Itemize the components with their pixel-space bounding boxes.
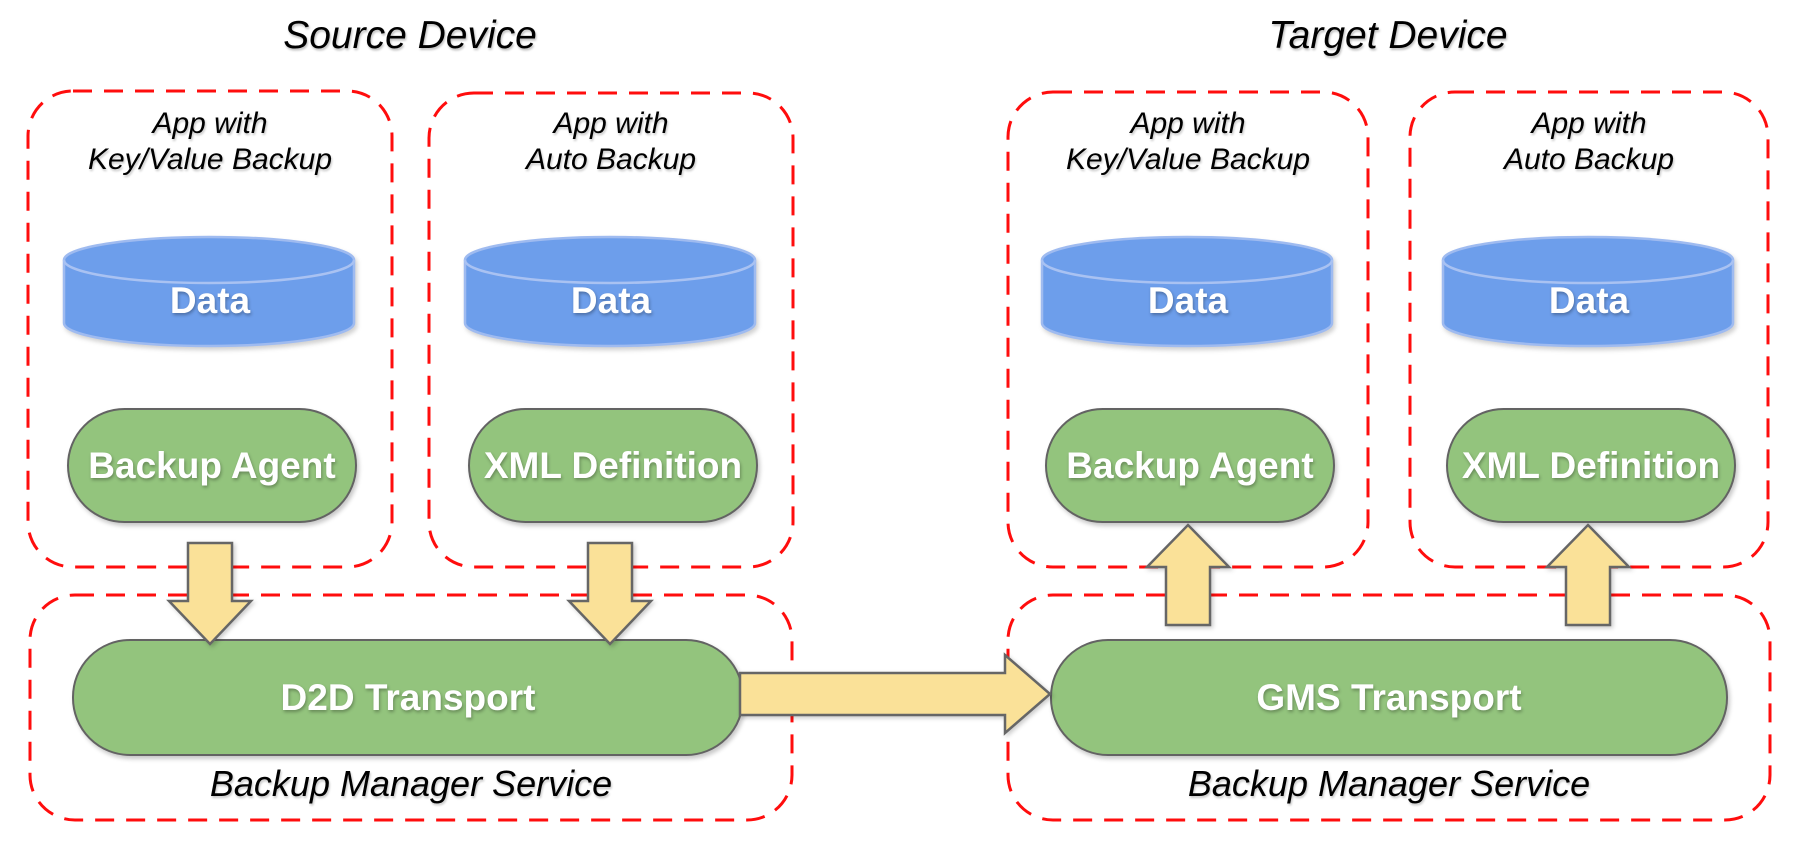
data-store-label: Data — [1548, 280, 1630, 321]
component-label: Backup Agent — [88, 444, 336, 486]
app-label-line1: App with — [553, 107, 669, 140]
database-cylinder-icon — [463, 235, 757, 348]
data-store-label: Data — [169, 280, 251, 321]
component-label: XML Definition — [483, 444, 743, 486]
database-cylinder-icon — [62, 235, 356, 348]
app-label-line1: App with — [1130, 107, 1246, 140]
source-auto-data-cylinder: Data — [463, 235, 759, 348]
source-backup-manager-service-label: Backup Manager Service — [209, 763, 613, 804]
source-keyvalue-data-cylinder: Data — [62, 235, 358, 348]
target-app-auto-container — [1408, 90, 1770, 569]
target-keyvalue-data-cylinder: Data — [1040, 235, 1336, 348]
database-cylinder-icon — [1441, 235, 1735, 348]
target-app-keyvalue-label: App with Key/Value Backup — [1008, 106, 1368, 178]
gms-transport-pill: GMS Transport — [1050, 639, 1728, 756]
app-label-line2: Key/Value Backup — [1065, 143, 1311, 176]
data-store-label: Data — [570, 280, 652, 321]
source-device-title: Source Device — [283, 14, 537, 57]
target-xml-definition-pill: XML Definition — [1446, 408, 1736, 523]
database-cylinder-icon — [1040, 235, 1334, 348]
app-label-line1: App with — [152, 107, 268, 140]
component-label: Backup Agent — [1066, 444, 1314, 486]
target-auto-data-cylinder: Data — [1441, 235, 1737, 348]
source-app-auto-label: App with Auto Backup — [429, 106, 793, 178]
target-backup-agent-pill: Backup Agent — [1045, 408, 1335, 523]
data-store-label: Data — [1147, 280, 1229, 321]
source-backup-agent-pill: Backup Agent — [67, 408, 357, 523]
app-label-line2: Auto Backup — [1503, 143, 1675, 176]
transport-label: D2D Transport — [280, 676, 536, 718]
target-app-auto-label: App with Auto Backup — [1410, 106, 1768, 178]
target-backup-manager-service-label: Backup Manager Service — [1187, 763, 1591, 804]
target-backup-manager-container — [1006, 593, 1772, 822]
transport-label: GMS Transport — [1256, 676, 1522, 718]
source-app-keyvalue-label: App with Key/Value Backup — [28, 106, 392, 178]
source-xml-definition-pill: XML Definition — [468, 408, 758, 523]
target-device-title: Target Device — [1268, 14, 1508, 57]
component-label: XML Definition — [1461, 444, 1721, 486]
app-label-line2: Key/Value Backup — [87, 143, 333, 176]
d2d-transport-pill: D2D Transport — [72, 639, 744, 756]
app-label-line1: App with — [1531, 107, 1647, 140]
app-label-line2: Auto Backup — [525, 143, 697, 176]
